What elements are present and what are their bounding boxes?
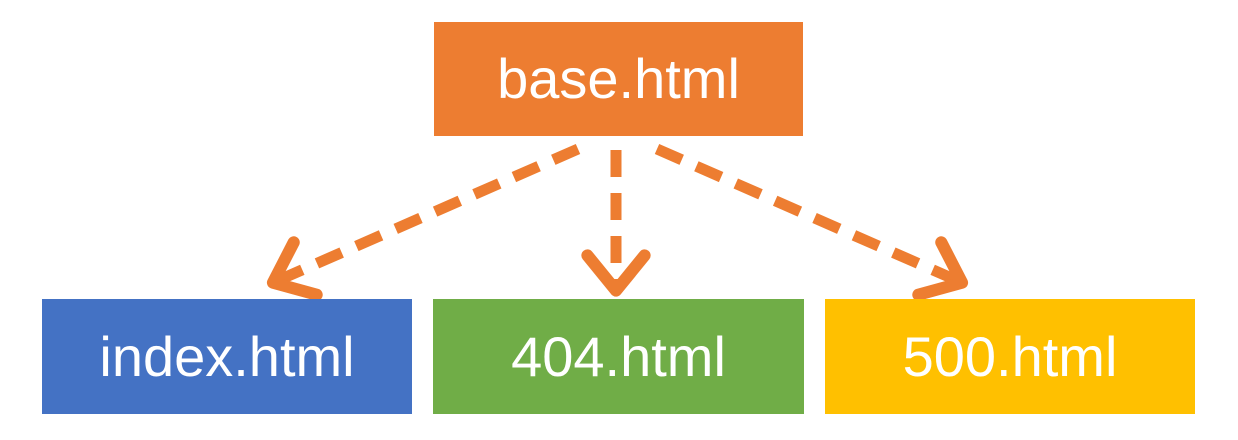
edge-base-to-500 — [654, 143, 969, 301]
node-index-html: index.html — [42, 299, 412, 414]
node-500-html: 500.html — [825, 299, 1195, 414]
edge-base-to-index — [266, 143, 581, 301]
node-404-html: 404.html — [433, 299, 804, 414]
node-base-html: base.html — [434, 22, 803, 136]
